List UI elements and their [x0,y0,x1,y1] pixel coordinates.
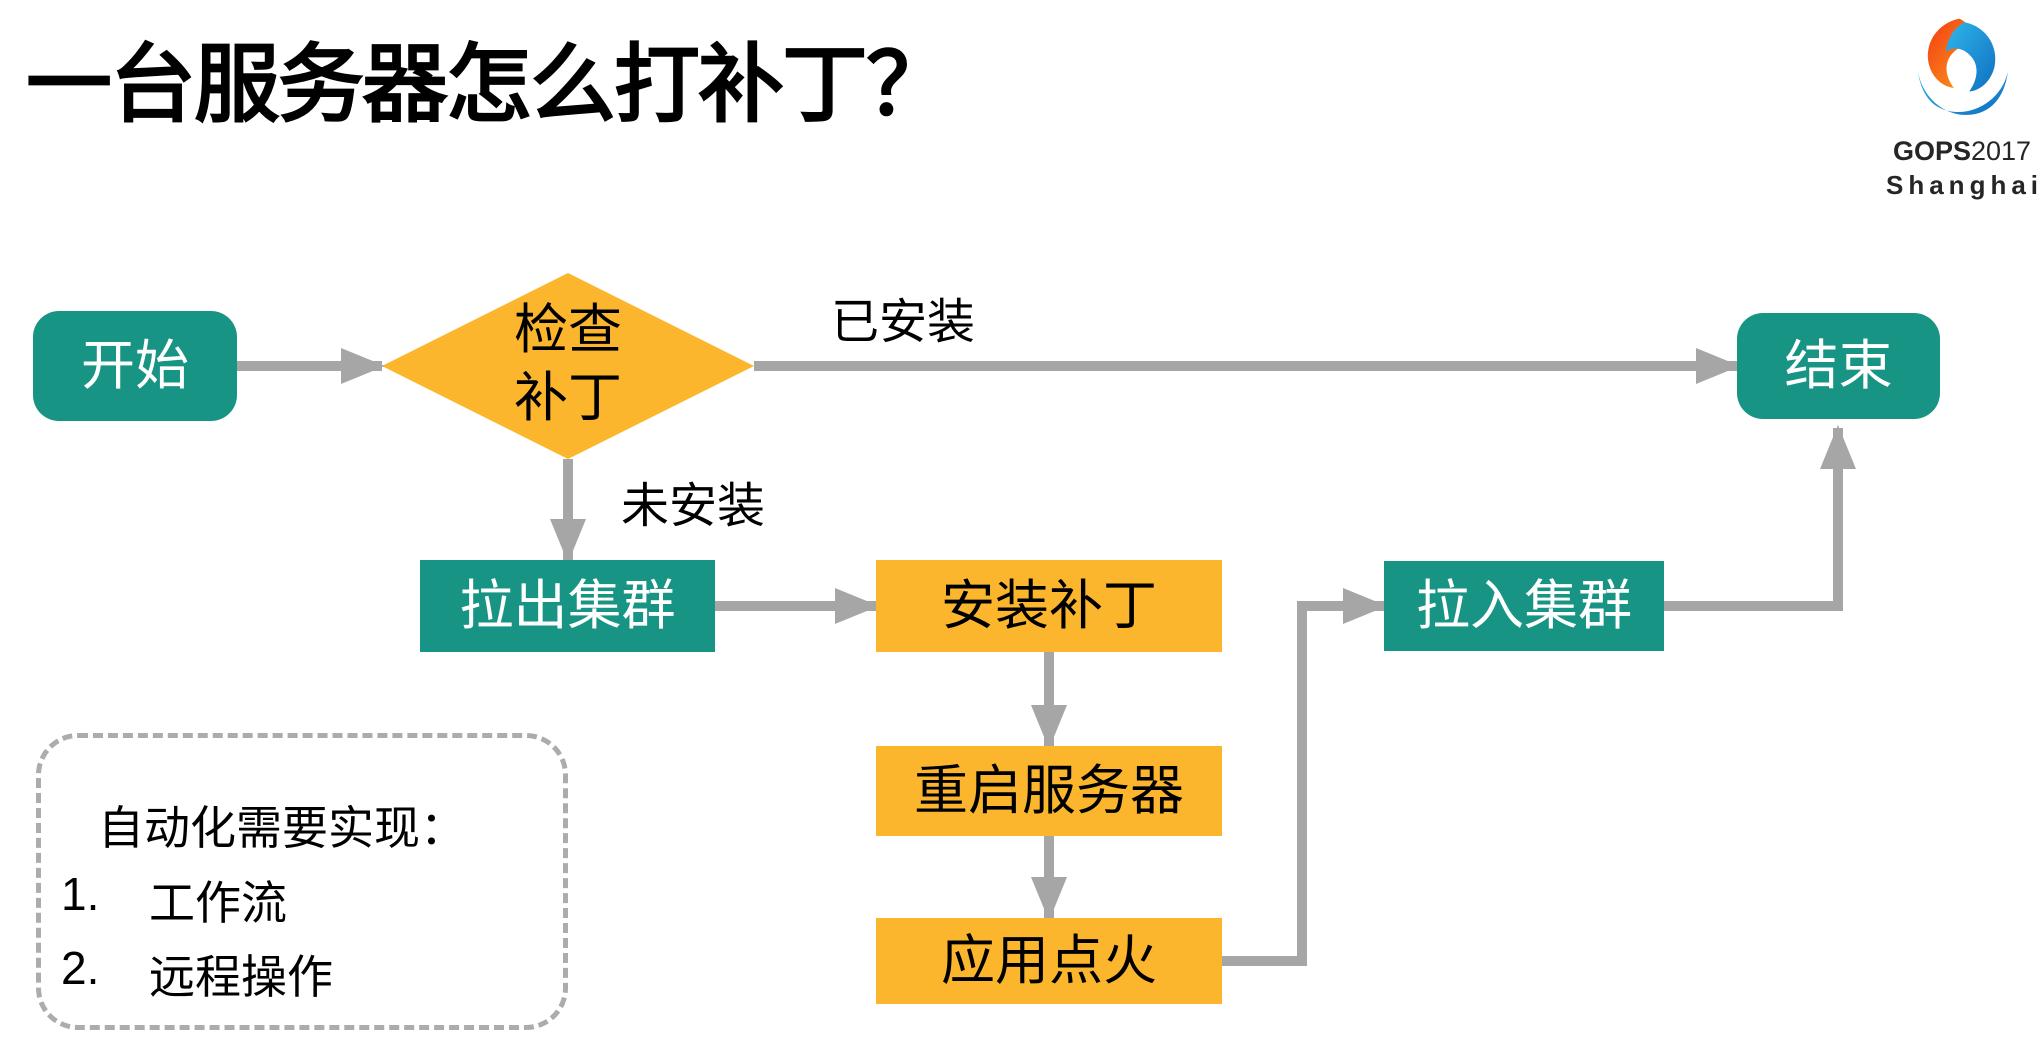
edge-label-not-installed: 未安装 [621,480,766,533]
node-check-patch-line2: 补丁 [514,368,622,429]
page-title: 一台服务器怎么打补丁？ [26,37,952,133]
logo-event-name: GOPS2017 [1892,136,2032,166]
node-pull-in-cluster: 拉入集群 [1384,561,1664,651]
node-app-ignite: 应用点火 [876,918,1222,1004]
note-item: 1. 工作流 [61,867,287,933]
note-box: 自动化需要实现： 1. 工作流 2. 远程操作 [36,733,568,1030]
gops-logo: GOPS2017 Shanghai [1886,8,2038,201]
node-check-patch-line1: 检查 [514,300,622,360]
node-check-patch: 检查 补丁 [458,296,678,432]
note-item-label: 远程操作 [149,951,333,1003]
node-end: 结束 [1737,313,1940,419]
arrow-pull-in-to-end [1664,425,1856,611]
note-item-number: 1. [61,868,100,920]
node-pull-out-cluster: 拉出集群 [420,560,715,652]
gops-swirl-icon [1917,18,2008,115]
edge-label-installed: 已安装 [831,296,976,349]
node-check-patch-shape [382,273,754,459]
arrow-ignite-to-pull-in [1222,588,1387,966]
note-heading: 自动化需要实现： [98,802,466,854]
note-item-label: 工作流 [149,877,287,929]
logo-city: Shanghai [1886,170,2038,200]
node-reboot-server: 重启服务器 [876,746,1222,836]
node-start: 开始 [33,311,237,421]
note-item-number: 2. [61,942,100,994]
note-item: 2. 远程操作 [61,941,333,1007]
node-install-patch: 安装补丁 [876,560,1222,652]
